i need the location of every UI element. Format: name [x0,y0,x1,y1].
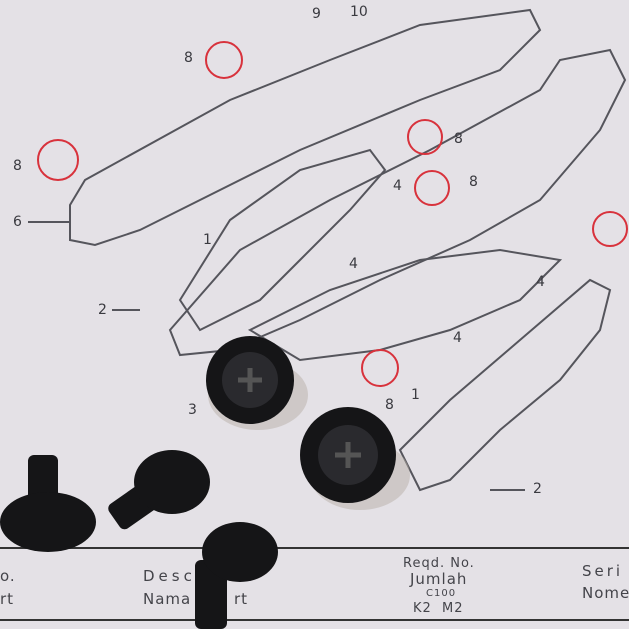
col-serial-top: Seri [582,562,624,580]
col-serial-bottom: Nome [582,584,629,602]
highlight-circles [37,41,628,387]
callout-label: 8 [385,397,394,413]
highlight-circle [205,41,243,79]
callout-label: 8 [454,131,463,147]
col-desc-top: Desc [143,567,196,585]
callout-label: 1 [411,387,420,403]
callout-label: 8 [13,158,22,174]
col-desc-bottom-tail: rt [234,590,249,608]
col-model: C100 [426,588,457,599]
col-jumlah: Jumlah [410,570,468,588]
col-desc-bottom: Nama [143,590,192,608]
center-cover-outline [178,148,387,332]
callout-label: 1 [203,232,212,248]
callout-label: 4 [393,178,402,194]
diagram-lines [0,8,629,621]
callout-label: 9 [312,6,321,22]
col-no-top: o. [0,567,16,585]
callout-label: 8 [469,174,478,190]
screws [0,336,410,629]
callout-label: 10 [350,4,368,20]
callout-label: 3 [188,402,197,418]
callout-label: 4 [453,330,462,346]
right-cover-outline [398,278,612,492]
callout-label: 4 [349,256,358,272]
col-reqd-no: Reqd. No. [403,556,475,571]
side-cover-outline [69,8,542,247]
large-washer-screw [206,336,308,430]
highlight-circle [592,211,628,247]
highlight-circle [407,119,443,155]
col-no-bottom: rt [0,590,15,608]
small-screw [0,455,96,552]
large-washer-screw [300,407,410,510]
lower-cover-outline [247,248,563,362]
callout-label: 2 [533,481,542,497]
callout-label: 2 [98,302,107,318]
callout-label: 8 [184,50,193,66]
callout-label: 4 [536,274,545,290]
highlight-circle [414,170,450,206]
small-screw [195,522,278,629]
callout-label: 6 [13,214,22,230]
col-variants: K2 M2 [413,601,464,616]
highlight-circle [361,349,399,387]
small-screw [108,450,210,530]
highlight-circle [37,139,79,181]
